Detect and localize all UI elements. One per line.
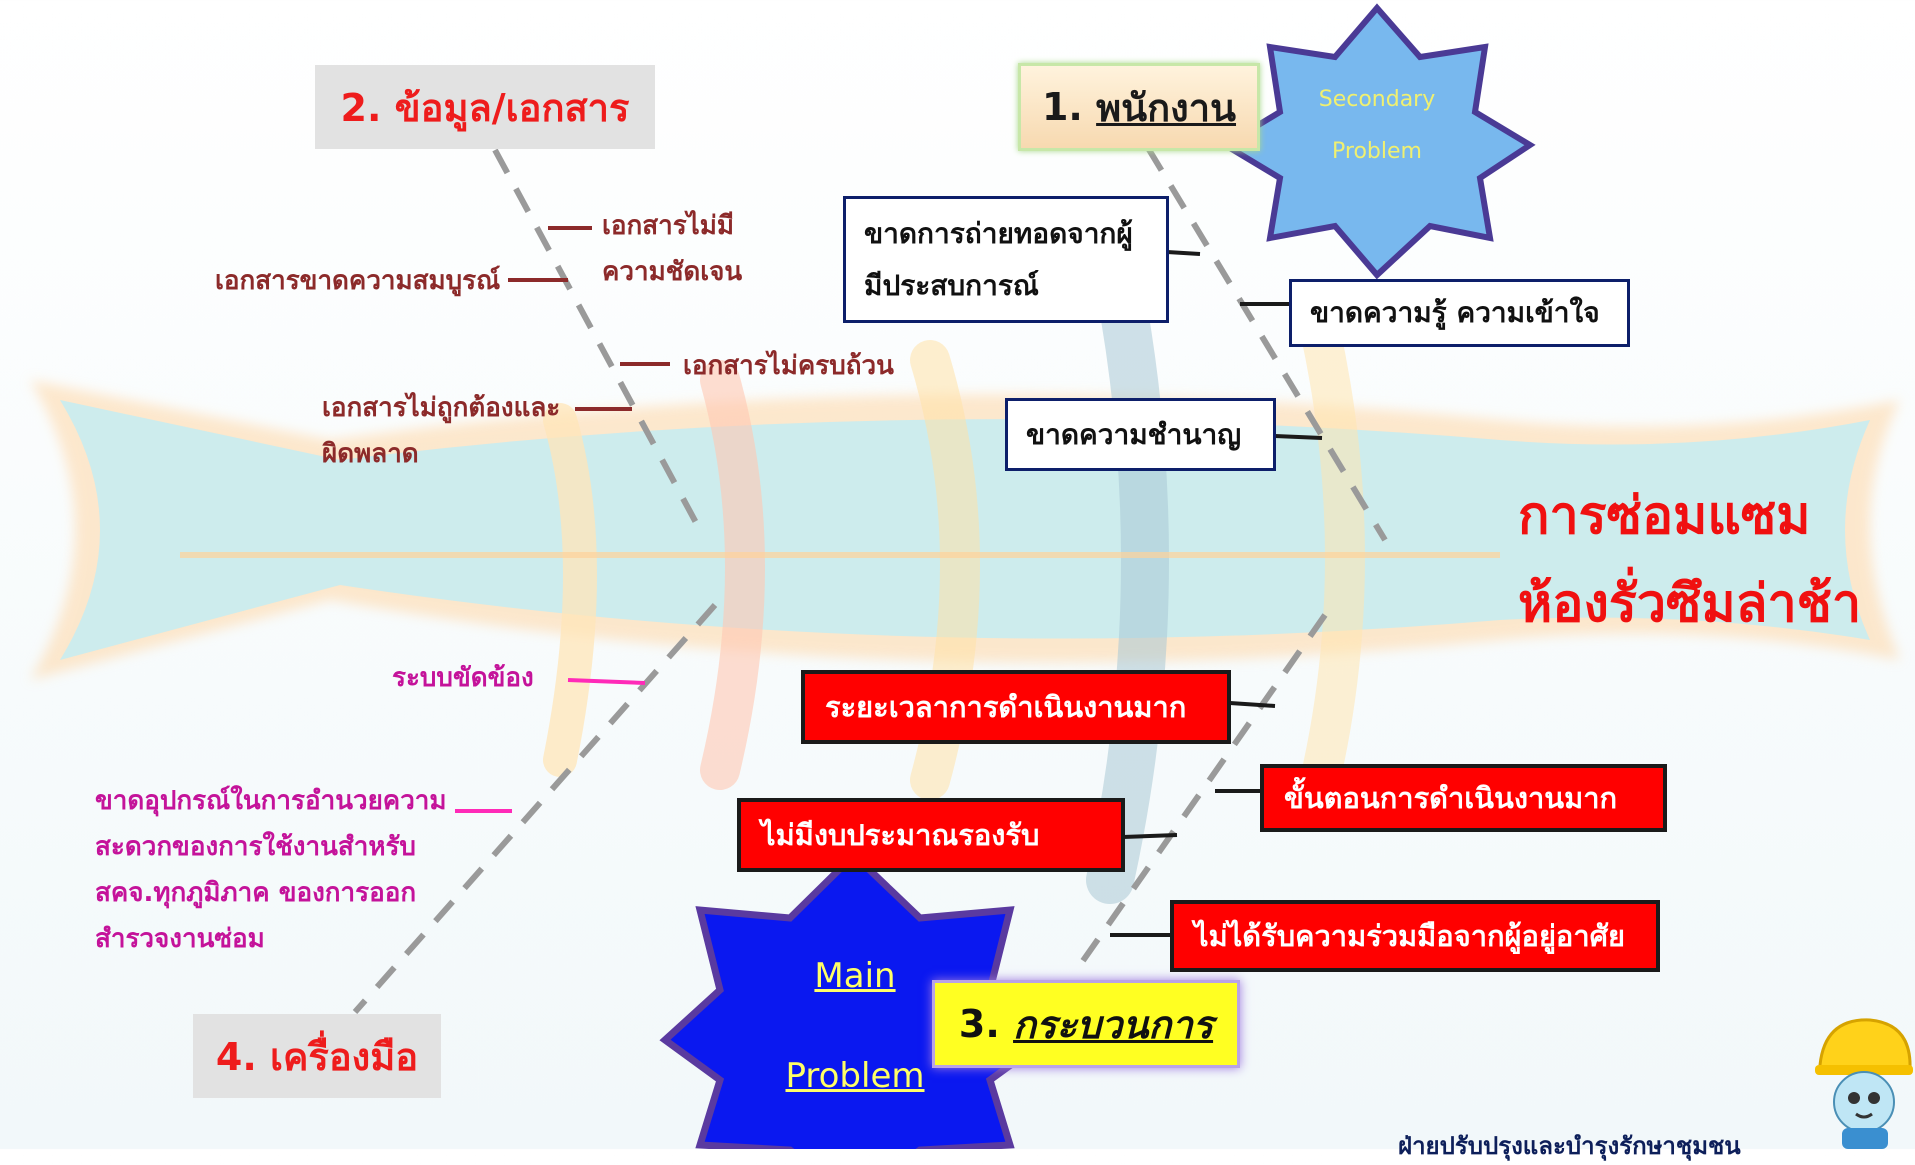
cause-no-budget: ไม่มีงบประมาณรองรับ [737, 798, 1125, 872]
cause-docs-incorrect-line1: เอกสารไม่ถูกต้องและ [322, 393, 561, 423]
category-docs: 2. ข้อมูล/เอกสาร [315, 65, 655, 149]
main-line2: Problem [785, 1056, 925, 1096]
category-staff-label: พนักงาน [1096, 85, 1237, 130]
cause-lack-transfer-line1: ขาดการถ่ายทอดจากผู้ [864, 216, 1133, 250]
cause-tools-equipment: ขาดอุปกรณ์ในการอำนวยความ สะดวกของการใช้ง… [95, 778, 447, 962]
category-staff: 1. พนักงาน [1018, 63, 1260, 151]
category-tools-label: 4. เครื่องมือ [215, 1034, 419, 1079]
cause-long-duration: ระยะเวลาการดำเนินงานมาก [801, 670, 1231, 744]
cause-lack-knowledge: ขาดความรู้ ความเข้าใจ [1289, 279, 1630, 347]
problem-statement: การซ่อมแซม ห้องรั่วซึมล่าช้า [1518, 472, 1861, 648]
category-process: 3. กระบวนการ [932, 980, 1240, 1068]
secondary-problem-label: Secondary Problem [1297, 74, 1457, 178]
category-bones [352, 146, 1388, 1014]
cause-tools-equipment-line1: ขาดอุปกรณ์ในการอำนวยความ [95, 786, 447, 816]
cause-lack-transfer-line2: มีประสบการณ์ [864, 268, 1039, 302]
cause-docs-unclear: เอกสารไม่มี ความชัดเจน [602, 203, 742, 295]
dark-connectors [1110, 250, 1323, 937]
cause-tools-equipment-line4: สำรวจงานซ่อม [95, 924, 265, 954]
cause-tools-equipment-line3: สคจ.ทุกภูมิภาค ของการออก [95, 878, 417, 908]
problem-line2: ห้องรั่วซึมล่าช้า [1518, 574, 1862, 634]
category-tools: 4. เครื่องมือ [193, 1014, 441, 1098]
main-problem-label: Main Problem [760, 926, 950, 1126]
cause-long-duration-label: ระยะเวลาการดำเนินงานมาก [825, 690, 1187, 724]
mascot-icon [1815, 1018, 1913, 1149]
category-staff-num: 1. [1041, 85, 1083, 129]
cause-docs-unclear-line2: ความชัดเจน [602, 257, 743, 287]
footer-department: ฝ่ายปรับปรุงและบำรุงรักษาชุมชน [1398, 1132, 1741, 1160]
cause-lack-skill-label: ขาดความชำนาญ [1026, 417, 1242, 451]
cause-tools-system: ระบบขัดข้อง [392, 663, 534, 693]
cause-many-steps: ขั้นตอนการดำเนินงานมาก [1260, 764, 1667, 832]
secondary-line2: Problem [1332, 139, 1422, 164]
cause-lack-transfer: ขาดการถ่ายทอดจากผู้ มีประสบการณ์ [843, 196, 1169, 323]
cause-docs-incorrect-line2: ผิดพลาด [322, 439, 419, 469]
cause-no-budget-label: ไม่มีงบประมาณรองรับ [761, 818, 1040, 852]
cause-many-steps-label: ขั้นตอนการดำเนินงานมาก [1284, 781, 1618, 815]
cause-docs-unclear-line1: เอกสารไม่มี [602, 211, 735, 241]
cause-docs-missing: เอกสารไม่ครบถ้วน [683, 351, 894, 381]
docs-connectors [508, 226, 670, 411]
main-problem-star [659, 850, 1051, 1149]
cause-docs-incorrect: เอกสารไม่ถูกต้องและ ผิดพลาด [322, 385, 560, 477]
secondary-line1: Secondary [1318, 87, 1436, 112]
cause-tools-equipment-line2: สะดวกของการใช้งานสำหรับ [95, 832, 416, 862]
cause-no-cooperation-label: ไม่ได้รับความร่วมมือจากผู้อยู่อาศัย [1194, 919, 1626, 953]
problem-line1: การซ่อมแซม [1518, 486, 1811, 546]
cause-no-cooperation: ไม่ได้รับความร่วมมือจากผู้อยู่อาศัย [1170, 900, 1660, 972]
secondary-problem-star [1219, 3, 1536, 280]
tools-connectors [455, 678, 646, 813]
category-process-num: 3. [958, 1002, 1000, 1046]
cause-docs-incomplete-quality: เอกสารขาดความสมบูรณ์ [215, 266, 501, 296]
category-docs-label: 2. ข้อมูล/เอกสาร [340, 85, 630, 130]
cause-lack-knowledge-label: ขาดความรู้ ความเข้าใจ [1310, 296, 1600, 329]
main-line1: Main [814, 956, 896, 996]
category-process-label: กระบวนการ [1013, 1002, 1214, 1047]
cause-lack-skill: ขาดความชำนาญ [1005, 398, 1276, 471]
